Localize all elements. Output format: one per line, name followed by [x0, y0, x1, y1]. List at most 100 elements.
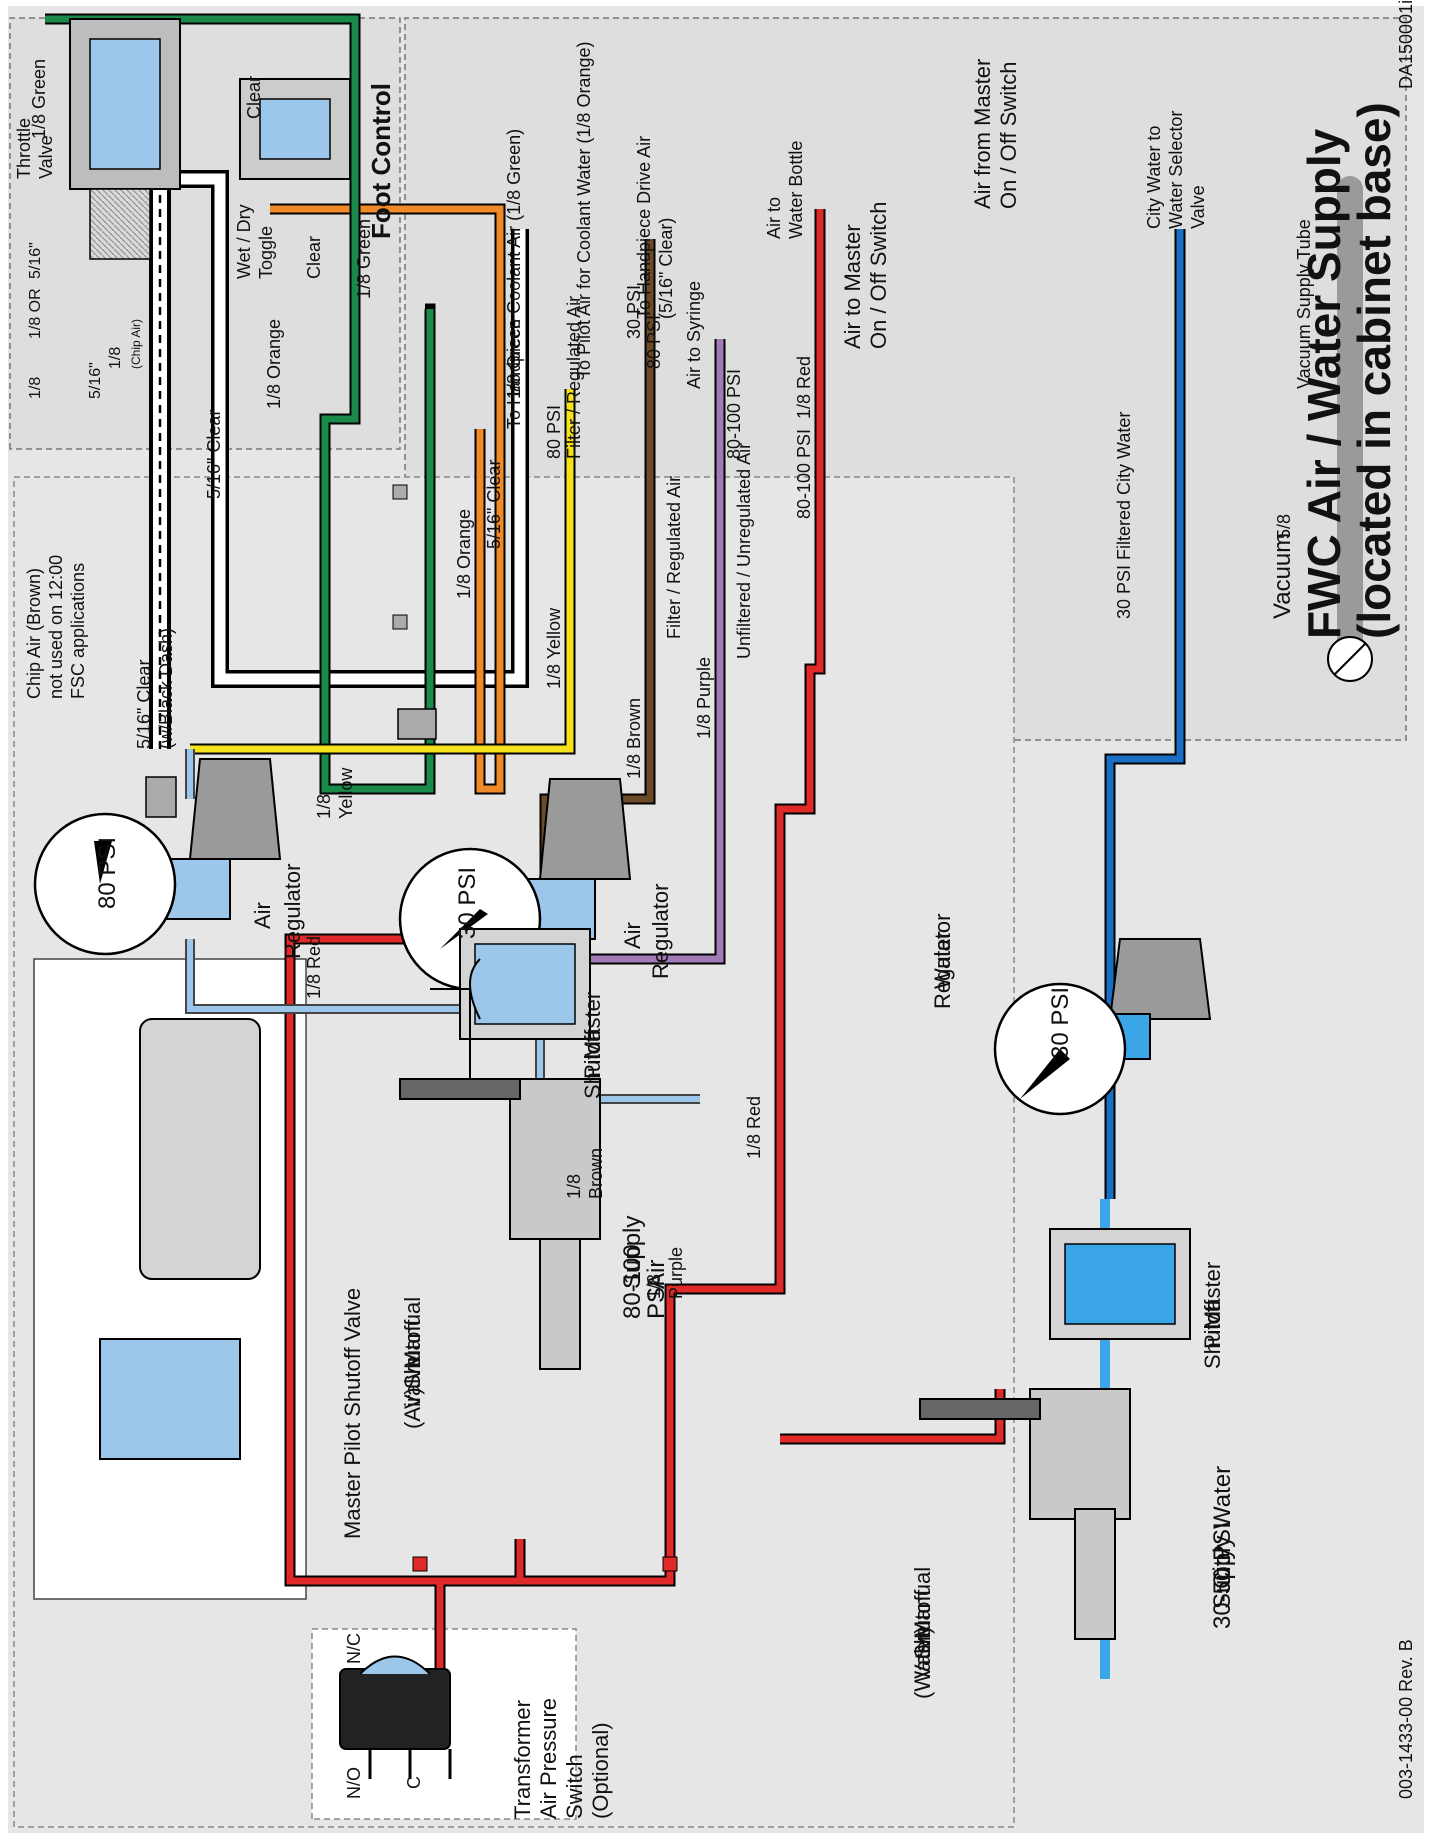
label-supply-air: Supply [619, 1216, 646, 1289]
label-switch-c: C [404, 1776, 424, 1789]
manual-valve-icon [1029, 1388, 1131, 1520]
line-yellow-3: Yellow [336, 767, 356, 819]
master-pilot-shutoff [459, 928, 591, 1040]
psi-80-100-a: 80-100 PSI [724, 369, 744, 459]
line-clear: Clear [304, 236, 324, 279]
line-clear-516b: 5/16" Clear [484, 460, 504, 549]
label-air-regulator-1b: Regulator [280, 864, 305, 959]
line-filter-air: Filter / Regulated Air [664, 476, 684, 639]
coupler [145, 776, 177, 818]
inset-title: Master Pilot Shutoff Valve [340, 1288, 365, 1539]
label-water-regulator: Water [930, 931, 955, 989]
label-air-regulator-1: Air [250, 902, 275, 929]
line-brown: 1/8 Brown [624, 698, 644, 779]
label-supply-air-4: PSI [643, 1280, 670, 1319]
label-master-pilot-2: Pilot [580, 1036, 605, 1079]
pressure-switch-icon [339, 1668, 451, 1750]
label-water-regulator-2: Regulator [930, 914, 955, 1009]
clear-line [110, 170, 529, 688]
chip-note-2: not used on 12:00 [46, 555, 66, 699]
label-city-supply-2: Supply Water [1209, 1466, 1236, 1609]
line-green: 1/8 Green [354, 219, 374, 299]
line-green-top: 1/8 Green [29, 59, 49, 139]
line-yellow: 1/8 Yellow [544, 607, 564, 689]
diagram-subtitle: (located in cabinet base) [1348, 102, 1400, 639]
label-city-supply: City [1209, 1548, 1236, 1589]
psi-80-d: 80 PSI [544, 405, 564, 459]
line-filtered-water: 30 PSI Filtered City Water [1114, 412, 1134, 619]
label-switch-nc: N/C [344, 1633, 364, 1664]
water-regulator [993, 938, 1212, 1116]
out-syringe: Air to Syringe [684, 281, 704, 389]
foot-control-title: Foot Control [366, 83, 396, 239]
pressure-gauge-icon [33, 812, 177, 956]
vacuum-tube [1327, 176, 1373, 682]
line-orange: 1/8 Orange [264, 319, 284, 409]
label-air-regulator-2: Air [620, 922, 645, 949]
master-pilot-shutoff-water [1049, 1228, 1191, 1340]
label-manual-water-2: Shutoff [910, 1589, 935, 1659]
label-toggle: Wet / Dry [234, 204, 254, 279]
transformer-switch [339, 1655, 452, 1779]
doc-id: DA150001i [1396, 0, 1416, 89]
label-supply-air-3: 80-100 [619, 1244, 646, 1319]
gauge-30-label: 30 PSI [454, 867, 481, 939]
label-manual-water-3: Valve [910, 1626, 935, 1679]
line-orange-2: 1/8 Orange [454, 509, 474, 599]
line-clear-2: Clear [244, 76, 264, 119]
label-city-supply-3: 30-50 PSI [1209, 1522, 1236, 1629]
label-transformer-2: Air Pressure [536, 1698, 561, 1819]
label-connector-dash: 5/16" [87, 362, 104, 399]
out-master-switch: Air to Master [840, 224, 865, 349]
label-vacuum-size: 5/8 [1274, 514, 1294, 539]
psi-80-100-b: 80-100 PSI [794, 429, 814, 519]
label-connector-gn: 1/8 [27, 377, 44, 399]
label-master-pilot-water-2: Pilot [1200, 1306, 1225, 1349]
label-transformer-4: (Optional) [588, 1722, 613, 1819]
label-master-pilot-water: Master [1200, 1262, 1225, 1329]
blue-tube [1106, 229, 1184, 1199]
throttle-valve [69, 18, 181, 260]
out-handpiece-drive-size: (5/16" Clear) [656, 218, 676, 319]
part-number: 003-1433-00 Rev. B [1396, 1639, 1416, 1799]
out-pilot-coolant: To Pilot Air for Coolant Water (1/8 Oran… [574, 42, 594, 379]
chip-note-3: FSC applications [68, 563, 88, 699]
out-handpiece-drive: To Handpiece Drive Air [634, 136, 654, 319]
label-transformer: Transformer [510, 1700, 535, 1819]
psi-30: 30 PSI [624, 285, 644, 339]
line-red: 1/8 Red [794, 356, 814, 419]
label-throttle-2: Valve [36, 135, 56, 179]
label-manual-air-3: Valve [400, 1356, 425, 1409]
label-connector-clear: 5/16" [27, 242, 44, 279]
label-connector-bn: 1/8 [107, 347, 124, 369]
label-air-regulator-2b: Regulator [648, 884, 673, 979]
green-tube [45, 15, 434, 793]
coupler [392, 614, 408, 630]
label-manual-air-4: (Air) [400, 1387, 425, 1429]
manual-shutoff-air [399, 988, 601, 1370]
label-manual-air-2: Shutoff [400, 1319, 425, 1389]
inset-valve [99, 1018, 261, 1460]
line-red-top: 1/8 Red [304, 936, 324, 999]
coupler [412, 1556, 428, 1572]
label-master-pilot: Master [580, 992, 605, 1059]
coupler [397, 708, 437, 740]
label-switch-no: N/O [344, 1767, 364, 1799]
coupler [392, 484, 408, 500]
out-from-master: Air from Master [970, 59, 995, 209]
psi-80-c: 80 PSI [644, 315, 664, 369]
line-clear-dash: 5/16" Clear [134, 660, 154, 749]
out-city-water-3: Valve [1188, 185, 1208, 229]
line-brown-2: 1/8 [564, 1174, 584, 1199]
orange-tube [270, 205, 504, 793]
label-supply-air-2: Air [643, 1260, 670, 1289]
line-clear-516: 5/16" Clear [204, 410, 224, 499]
out-from-master-2: On / Off Switch [996, 61, 1021, 209]
label-connector-chip: (Chip Air) [129, 319, 143, 369]
pilot-valve-icon [474, 943, 576, 1025]
label-manual-air: Manual [400, 1297, 425, 1369]
out-handpiece-coolant: To Handpiece Coolant Air (1/8 Green) [504, 129, 524, 429]
line-purple-2: 1/8 [644, 1274, 664, 1299]
